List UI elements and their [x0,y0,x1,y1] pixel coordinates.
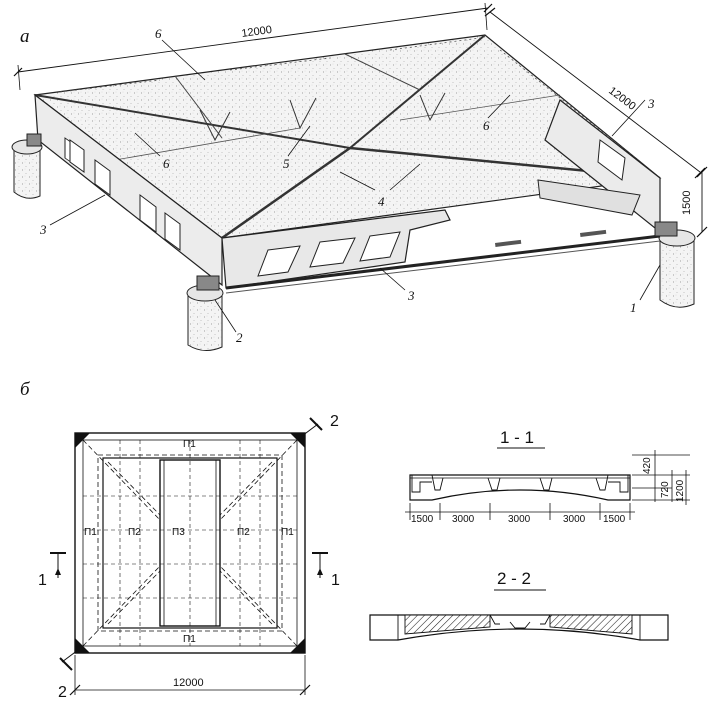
column-right [658,229,696,308]
plan-view: б [20,379,340,701]
panel-p3-center: П3 [172,527,185,538]
callout-2: 2 [236,330,243,345]
callout-4: 4 [378,194,385,209]
dim-length-label: 12000 [241,24,273,40]
sec1-dim-3: 3000 [563,514,586,525]
part-label-b: б [20,379,31,400]
sec1-dim-1200: 1200 [675,479,686,502]
part-label-a: а [20,26,30,47]
plan-dim-label: 12000 [173,677,204,689]
sec1-dim-2: 3000 [508,514,531,525]
truss-left-side [34,93,223,287]
callout-6-left: 6 [163,156,170,171]
callout-1: 1 [630,300,637,315]
callout-6-right: 6 [483,118,490,133]
dim-width-label: 12000 [606,85,638,113]
panel-p2-right: П2 [237,527,250,538]
panel-p1-right: П1 [281,527,294,538]
plan-dimension: 12000 [69,655,311,696]
dim-height-label: 1500 [681,191,693,215]
cut-label-2-top: 2 [330,413,339,430]
section-mark-2-top: 2 [301,413,339,437]
isometric-view: а [11,2,708,351]
cut-label-1-left: 1 [38,572,47,589]
truss-front [221,209,661,294]
panel-p1-top: П1 [183,439,196,450]
cut-label-1-right: 1 [331,572,340,589]
panel-p2-left: П2 [128,527,141,538]
callout-6-top: 6 [155,26,162,41]
panel-p1-bottom: П1 [183,634,196,645]
section-mark-2-bottom: 2 [58,649,79,701]
callout-3-left: 3 [39,222,47,237]
section-2-2: 2 - 2 [369,569,669,641]
panel-p1-left: П1 [84,527,97,538]
sec1-dim-0: 1500 [411,514,434,525]
cut-label-2-bottom: 2 [58,684,67,701]
truss-right-side [537,99,661,234]
plan-diagonals [82,439,298,647]
column-left-back [11,139,43,199]
plan-grid [83,440,297,646]
support-block-front [196,275,220,291]
section-2-2-title: 2 - 2 [497,569,531,588]
callout-3-right: 3 [647,96,655,111]
section-mark-1-right: 1 [312,552,340,589]
column-front-left [186,284,224,351]
section-1-1: 1 - 1 1500 3000 3000 3000 1500 [405,428,690,525]
sec1-dim-420: 420 [642,457,653,474]
dimension-length: 12000 [13,2,493,91]
dimension-height: 1500 [681,166,708,238]
support-block-right [654,221,678,237]
sec1-dim-1: 3000 [452,514,475,525]
callout-3-bottom: 3 [407,288,415,303]
section-mark-1-left: 1 [38,552,66,589]
callout-5: 5 [283,156,290,171]
plan-outline [74,432,306,654]
support-block-back [26,133,42,147]
callout-leaders [49,39,661,333]
section-1-1-title: 1 - 1 [500,428,534,447]
sec1-dim-720: 720 [660,481,671,498]
sec1-dim-4: 1500 [603,514,626,525]
